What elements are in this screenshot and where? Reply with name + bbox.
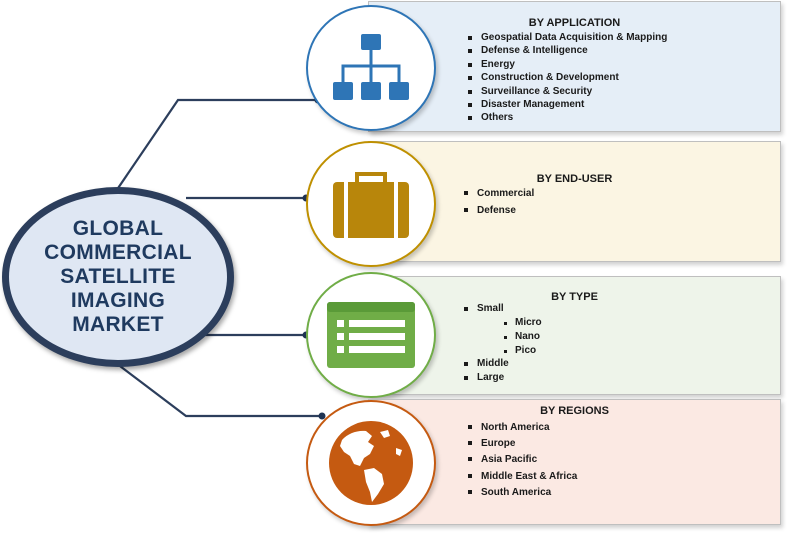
list-item: Others (467, 111, 667, 124)
segment-title: BY APPLICATION (528, 17, 621, 29)
list-item: Middle (463, 357, 509, 371)
segment-list: Geospatial Data Acquisition & Mapping De… (467, 31, 667, 125)
segment-title: BY END-USER (536, 173, 613, 185)
list-item: Disaster Management (467, 98, 667, 111)
sub-list-item: Nano (504, 330, 542, 344)
list-item: Small (463, 302, 509, 316)
list-item: Energy (467, 58, 667, 71)
list-item: Surveillance & Security (467, 85, 667, 98)
list-item: Asia Pacific (467, 452, 577, 468)
globe-americas-icon (329, 421, 413, 505)
list-item: Construction & Development (467, 71, 667, 84)
list-window-icon (327, 302, 415, 368)
list-item: Commercial (463, 186, 534, 203)
list-item: Defense & Intelligence (467, 44, 667, 57)
segment-list: Commercial Defense (463, 186, 534, 219)
segment-type-panel: BY TYPE Small Middle Large Micro Nano Pi… (368, 276, 781, 395)
hub-title-line: SATELLITE (60, 265, 176, 288)
list-item: Large (463, 371, 509, 385)
market-hub: GLOBAL COMMERCIAL SATELLITE IMAGING MARK… (2, 187, 234, 367)
segment-end-user-panel: BY END-USER Commercial Defense (368, 141, 781, 262)
segment-list: Small Middle Large (463, 302, 509, 384)
hub-title-line: MARKET (72, 313, 164, 336)
application-icon-circle (306, 5, 436, 131)
segment-title: BY TYPE (551, 291, 598, 303)
hierarchy-icon (333, 34, 409, 100)
hub-title-line: COMMERCIAL (44, 241, 192, 264)
hub-title-line: GLOBAL (72, 217, 164, 240)
list-item: Defense (463, 203, 534, 220)
regions-icon-circle (306, 400, 436, 526)
segment-title: BY REGIONS (540, 405, 609, 417)
connector-application (111, 98, 318, 198)
list-item: Europe (467, 436, 577, 452)
list-item: North America (467, 420, 577, 436)
segment-regions-panel: BY REGIONS North America Europe Asia Pac… (368, 399, 781, 525)
hub-title: GLOBAL COMMERCIAL SATELLITE IMAGING MARK… (44, 217, 192, 337)
segment-list: North America Europe Asia Pacific Middle… (467, 420, 577, 501)
sub-list-item: Pico (504, 344, 542, 358)
briefcase-icon (333, 172, 409, 238)
end-user-icon-circle (306, 141, 436, 267)
list-item: Middle East & Africa (467, 469, 577, 485)
list-item: Geospatial Data Acquisition & Mapping (467, 31, 667, 44)
segment-application-panel: BY APPLICATION Geospatial Data Acquisiti… (368, 1, 781, 132)
hub-title-line: IMAGING (70, 289, 166, 312)
sub-list-item: Micro (504, 316, 542, 330)
type-icon-circle (306, 272, 436, 398)
connector-regions (111, 359, 322, 418)
list-item: South America (467, 485, 577, 501)
sub-list: Micro Nano Pico (504, 316, 542, 357)
